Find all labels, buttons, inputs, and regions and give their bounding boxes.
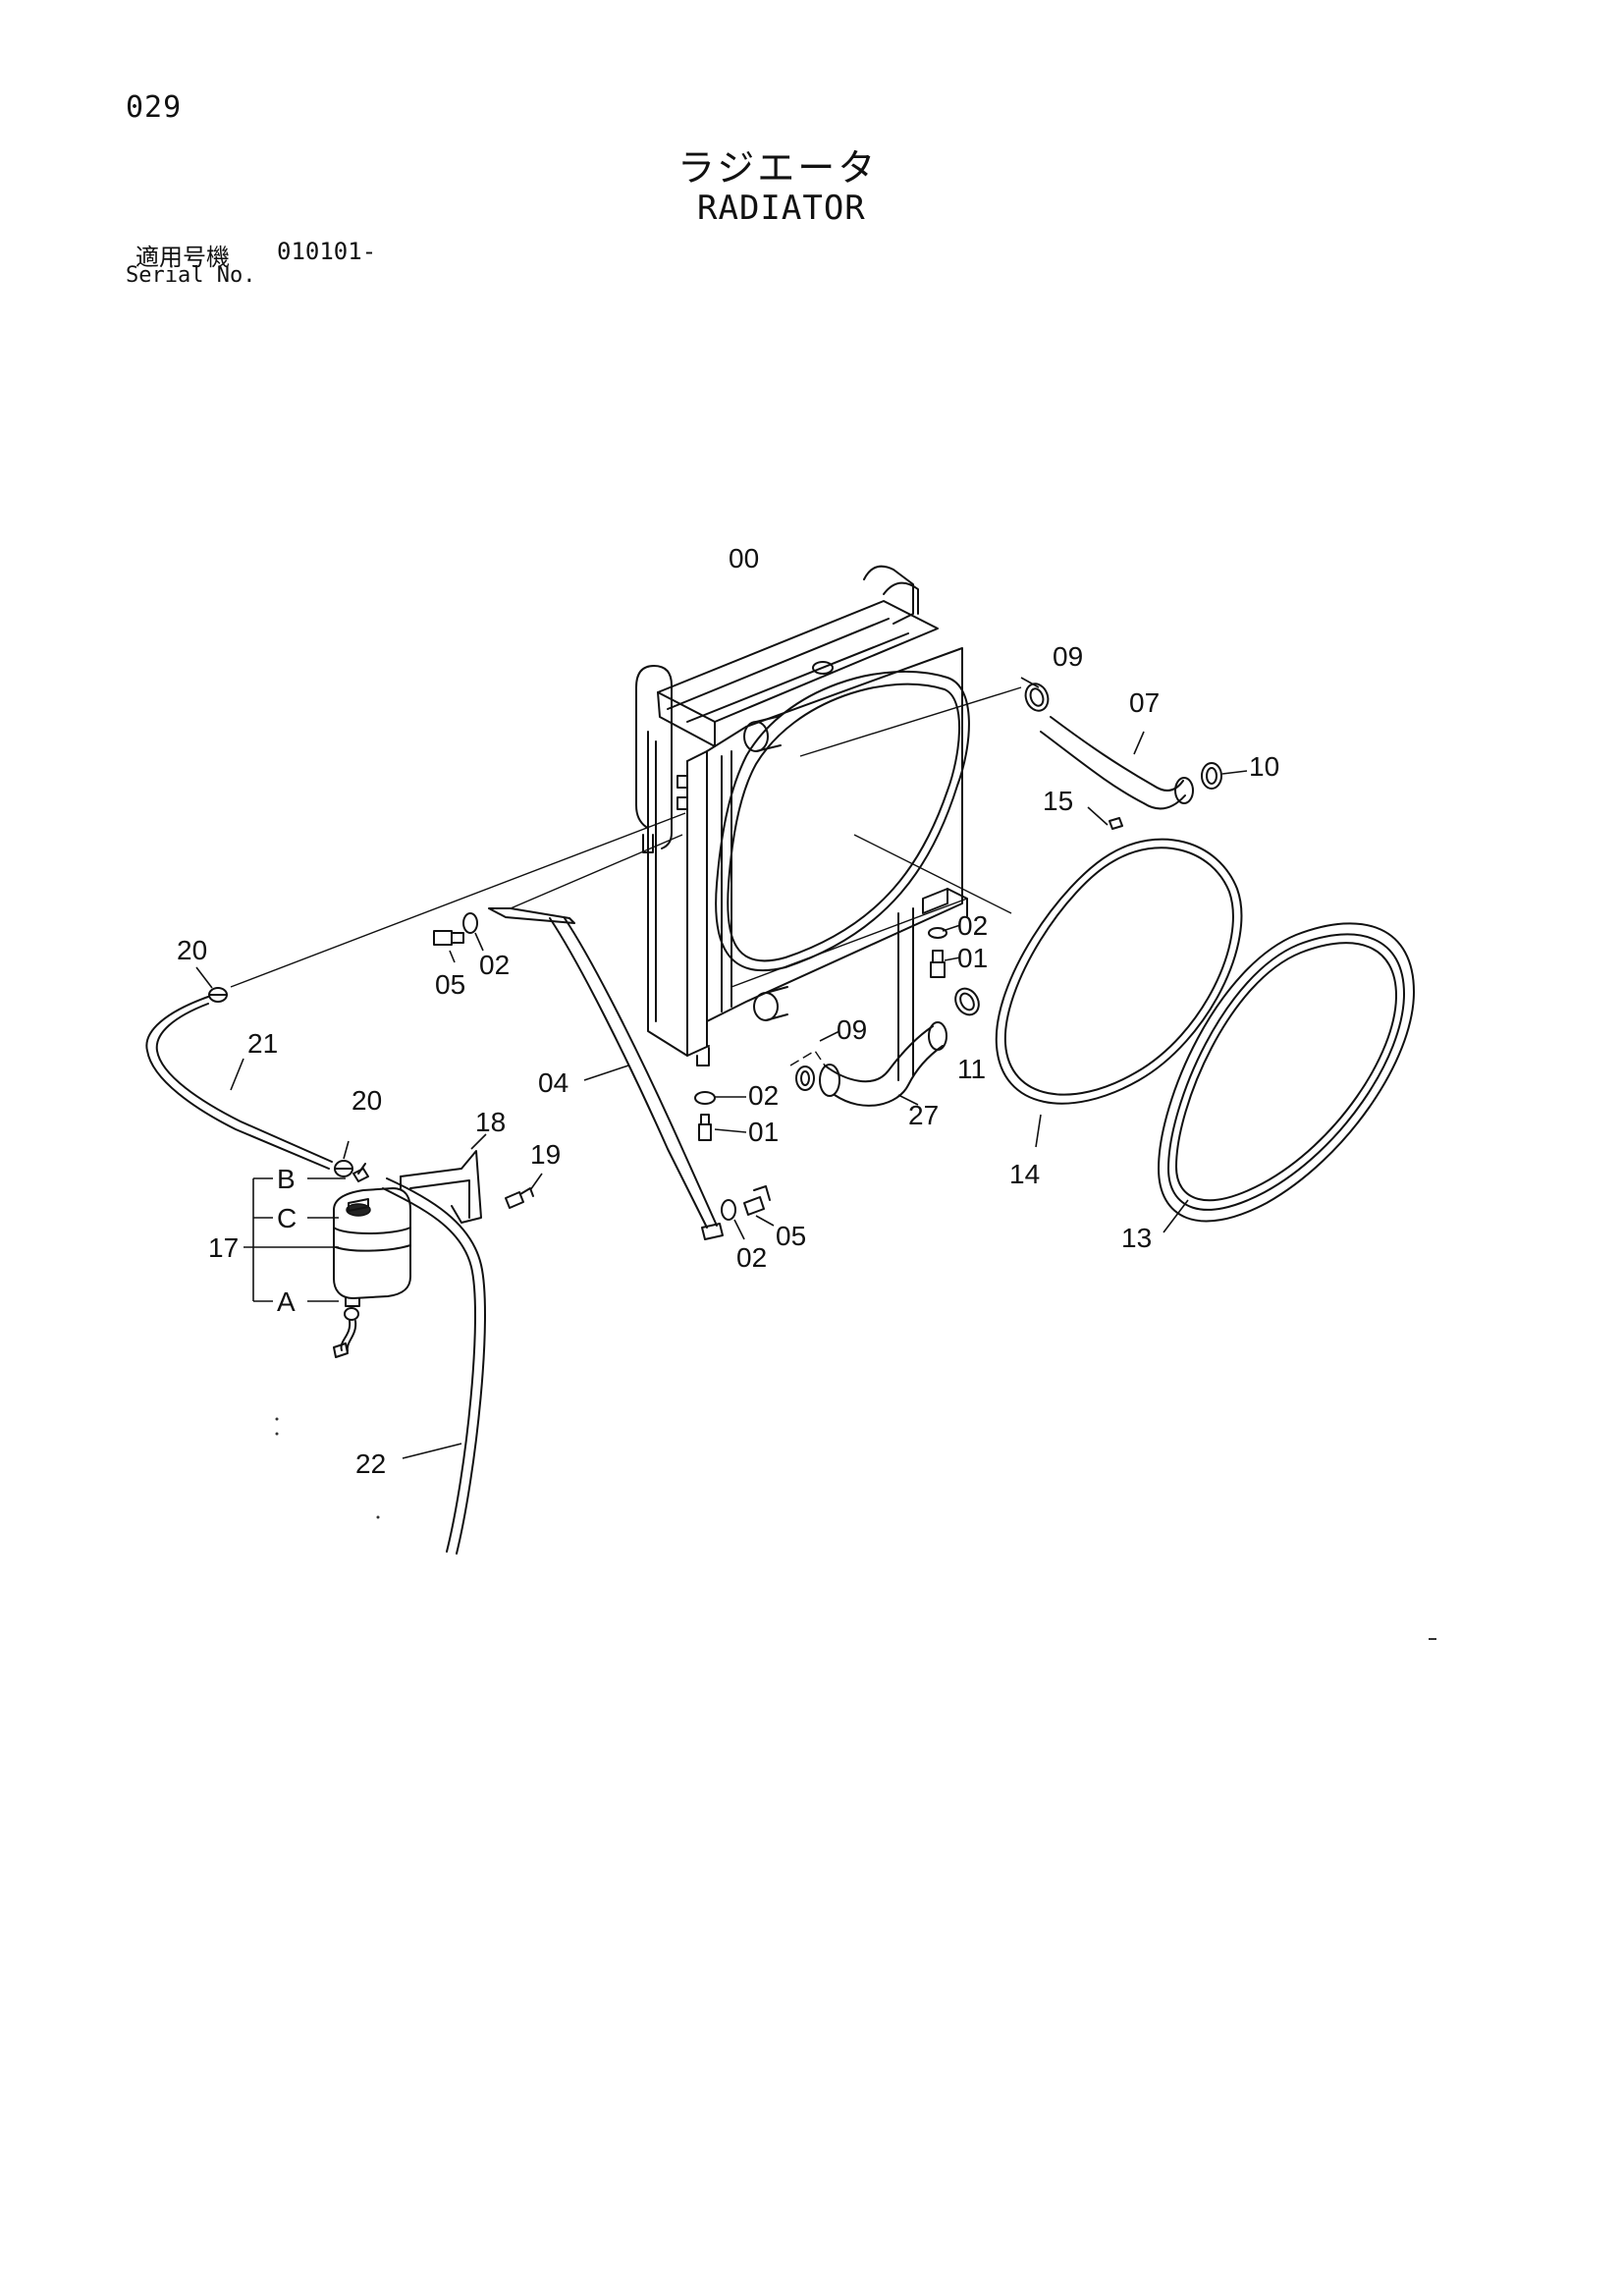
callout-labels: 00 09 07 10 15 02 01 09 11 27 14 13 20 2… [177, 543, 1279, 1479]
callout-01-low: 01 [748, 1117, 779, 1147]
serial-label-japanese: 適用号機 [135, 244, 230, 271]
overflow-tube [145, 812, 686, 1177]
callout-22: 22 [355, 1449, 386, 1479]
callout-04: 04 [538, 1067, 568, 1098]
callout-21: 21 [247, 1028, 278, 1059]
callout-27: 27 [908, 1100, 939, 1130]
callout-20-mid: 20 [352, 1085, 382, 1116]
callout-B: B [277, 1164, 296, 1194]
callout-02-left: 02 [479, 950, 510, 980]
callout-17: 17 [208, 1232, 239, 1263]
callout-19: 19 [530, 1139, 561, 1170]
scan-specks [275, 1417, 1436, 1640]
callout-01-right: 01 [957, 943, 988, 973]
callout-07: 07 [1129, 687, 1160, 718]
stay-rod [433, 834, 775, 1240]
callout-20-left: 20 [177, 935, 207, 965]
upper-hose-group [1020, 677, 1248, 810]
seal-ring [1158, 922, 1415, 1233]
callout-C: C [277, 1203, 297, 1233]
callout-A: A [277, 1286, 296, 1317]
page-number: 029 [126, 90, 183, 125]
callout-14: 14 [1009, 1159, 1040, 1189]
right-mount-hardware [928, 924, 961, 978]
page-title-japanese: ラジエータ [677, 146, 879, 190]
callout-18: 18 [475, 1107, 506, 1137]
serial-label: Serial No. [126, 263, 256, 288]
shroud-ring [995, 806, 1243, 1148]
callout-05-low: 05 [776, 1221, 806, 1251]
reserve-tank [243, 1133, 543, 1555]
callout-02-bottom: 02 [736, 1242, 767, 1273]
left-mount-hardware [694, 1091, 747, 1141]
callout-00: 00 [729, 543, 759, 574]
page-title: RADIATOR [697, 189, 866, 228]
callout-13: 13 [1121, 1223, 1152, 1253]
callout-02-right: 02 [957, 910, 988, 941]
callout-09-top: 09 [1053, 641, 1083, 672]
callout-15: 15 [1043, 786, 1073, 816]
callout-10: 10 [1249, 751, 1279, 782]
radiator-assembly [635, 565, 1022, 1081]
callout-09-mid: 09 [837, 1014, 867, 1045]
callout-05-left: 05 [435, 969, 465, 1000]
lower-hose-group [789, 987, 980, 1107]
callout-02-low: 02 [748, 1080, 779, 1111]
callout-11: 11 [957, 1054, 986, 1084]
serial-range: 010101- [277, 238, 377, 265]
